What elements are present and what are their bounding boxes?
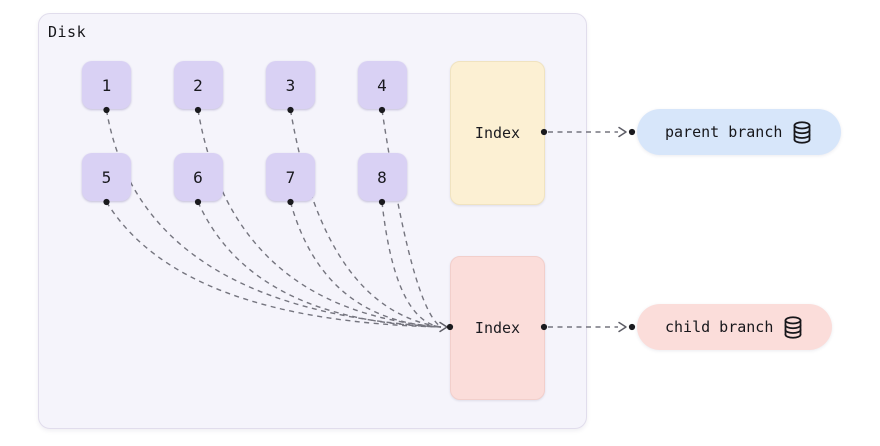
parent-branch-pill: parent branch <box>637 109 842 155</box>
disk-page-block: 6 <box>173 153 223 201</box>
child-index-box: Index <box>450 256 545 400</box>
database-icon <box>784 315 802 339</box>
disk-title: Disk <box>48 23 87 41</box>
disk-page-block: 3 <box>266 61 315 109</box>
disk-page-block: 5 <box>82 153 131 201</box>
disk-page-block: 2 <box>173 61 223 109</box>
database-icon <box>794 120 811 144</box>
child-branch-pill: child branch <box>637 304 833 350</box>
disk-page-block: 1 <box>82 61 131 109</box>
child-branch-label: child branch <box>665 318 774 336</box>
disk-page-block: 8 <box>357 153 407 201</box>
disk-page-block: 4 <box>357 61 407 109</box>
parent-branch-label: parent branch <box>665 123 783 141</box>
disk-page-block: 7 <box>266 153 315 201</box>
parent-index-box: Index <box>450 61 545 205</box>
